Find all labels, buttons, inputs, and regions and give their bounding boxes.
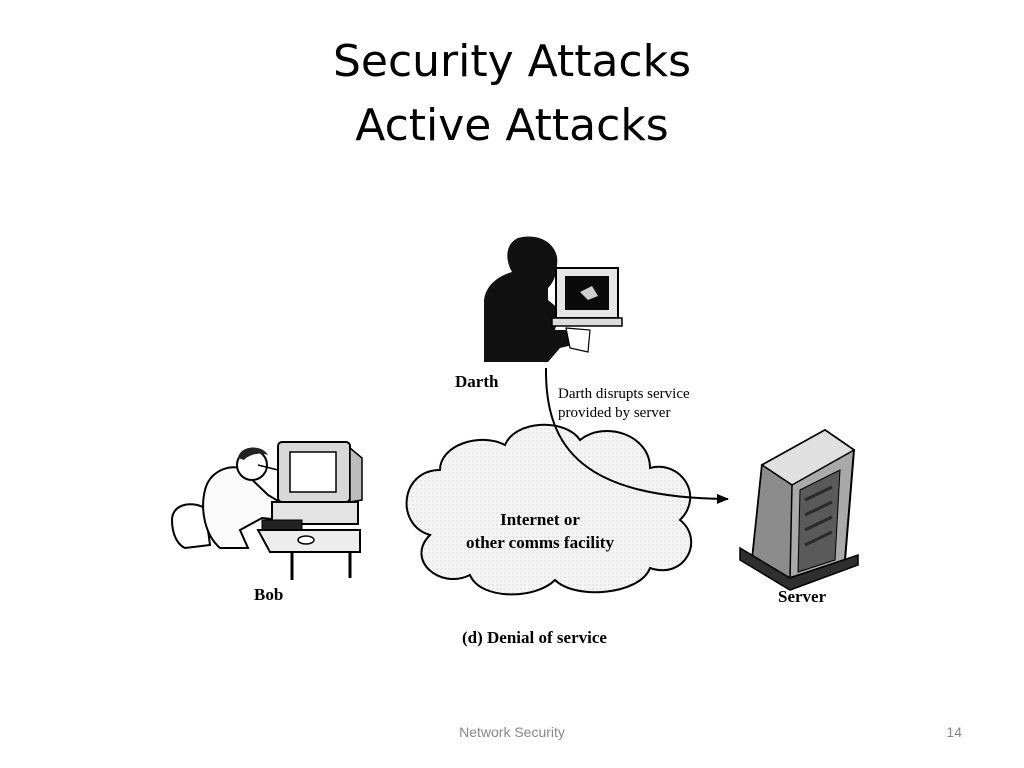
darth-note-line-1: Darth disrupts service: [558, 386, 690, 402]
title-line-2: Active Attacks: [355, 100, 669, 151]
page-number: 14: [946, 724, 962, 740]
cloud-icon: [405, 423, 693, 596]
darth-label: Darth: [455, 372, 499, 391]
darth-note-line-2: provided by server: [558, 405, 671, 421]
title-line-1: Security Attacks: [332, 36, 692, 87]
bob-label: Bob: [254, 585, 284, 604]
server-label: Server: [778, 587, 827, 606]
diagram-caption: (d) Denial of service: [462, 628, 607, 647]
footer-title: Network Security: [459, 724, 565, 740]
user-computer-icon: [170, 441, 363, 580]
cloud-label: Internet or other comms facility: [430, 508, 650, 554]
server-icon: [739, 428, 859, 591]
slide-title: Security Attacks Active Attacks: [0, 30, 1024, 158]
hacker-icon: [484, 236, 623, 362]
cloud-label-line-1: Internet or: [500, 510, 580, 529]
attack-arrow: [544, 367, 729, 504]
cloud-label-line-2: other comms facility: [466, 533, 614, 552]
